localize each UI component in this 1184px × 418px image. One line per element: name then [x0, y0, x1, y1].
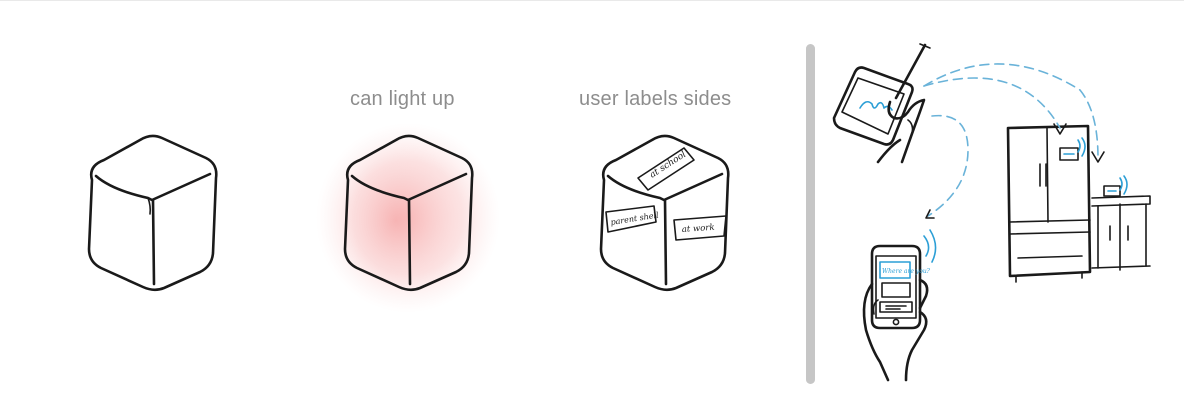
cube-label-right: at work: [673, 215, 727, 241]
phone-message-text: Where are you?: [882, 268, 931, 275]
top-border: [0, 0, 1184, 1]
cube-label-top: at school: [637, 147, 695, 191]
connection-arrows: [923, 63, 1105, 219]
plain-cube: [87, 134, 218, 292]
cube-label-left: parent shell: [605, 205, 660, 233]
kitchen-counter: [1091, 175, 1151, 271]
caption-can-light-up: can light up: [350, 88, 455, 110]
svg-text:parent shell: parent shell: [610, 210, 660, 227]
section-divider: [806, 44, 815, 384]
labeled-cube: at school parent shell at work: [599, 134, 730, 292]
tablet-with-stylus: [832, 43, 931, 164]
fridge: [1006, 124, 1092, 283]
svg-text:at work: at work: [682, 223, 715, 235]
lit-cube: [316, 123, 500, 313]
caption-user-labels-sides: user labels sides: [579, 88, 732, 110]
phone-in-hand: Where are you?: [862, 229, 937, 382]
